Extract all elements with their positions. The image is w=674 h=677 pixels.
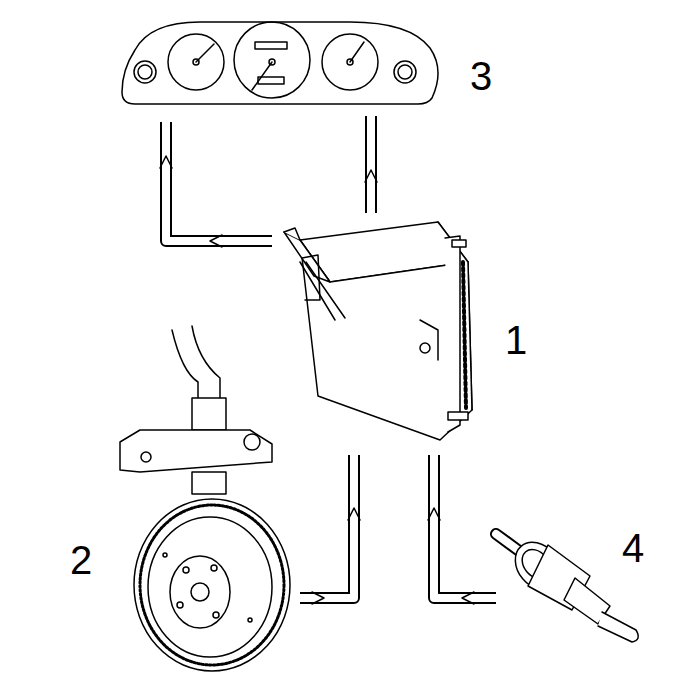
- callout-number: 3: [470, 56, 492, 96]
- crank-sensor: [120, 326, 272, 494]
- callout-number: 4: [622, 528, 644, 568]
- flywheel: [134, 499, 290, 671]
- instrument-cluster: [122, 22, 438, 104]
- temperature-sensor: [496, 533, 638, 642]
- control-unit: [284, 222, 472, 440]
- callout-number: 1: [505, 320, 527, 360]
- callout-number: 2: [70, 540, 92, 580]
